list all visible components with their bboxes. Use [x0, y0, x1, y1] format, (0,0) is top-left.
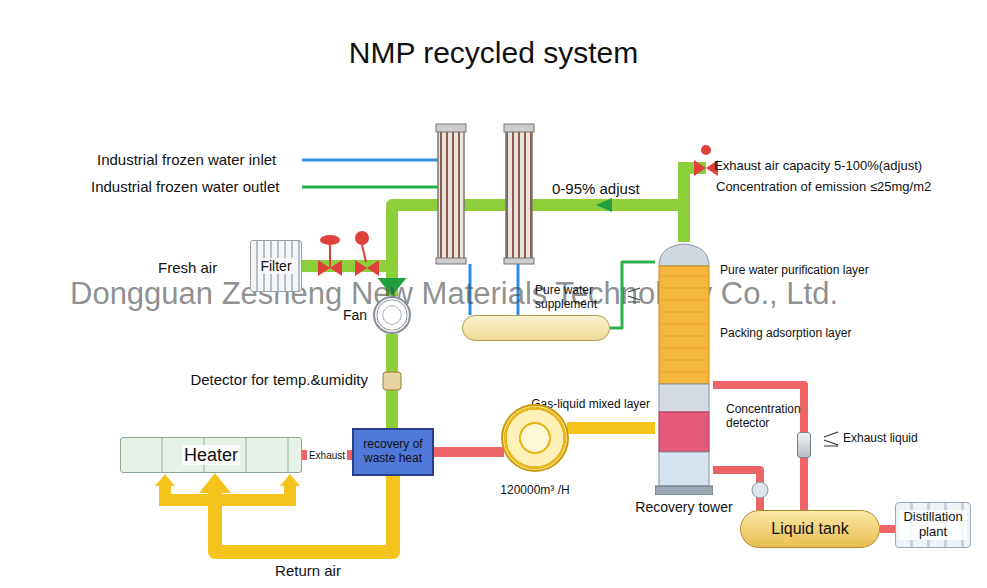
detector-device	[383, 372, 401, 390]
water-inlet-line	[302, 159, 440, 162]
annotation: Exhaust liquid	[843, 432, 918, 446]
node-label: Concentration detector	[726, 403, 806, 431]
return-air-branches	[165, 484, 290, 500]
annotation: Fresh air	[158, 259, 217, 276]
flow-arrow	[280, 474, 300, 486]
filter: Filter	[250, 240, 302, 292]
annotation: Industrial frozen water inlet	[97, 151, 276, 168]
node-label: Recovery tower	[635, 499, 732, 515]
node-label: Fan	[343, 307, 367, 323]
water-outlet-line	[302, 186, 440, 189]
node-label: Filter	[258, 258, 293, 274]
annotation: 0-95% adjust	[552, 180, 640, 197]
pump	[752, 482, 768, 498]
node-label: Distillation plant	[899, 510, 967, 540]
pipe-connector	[880, 525, 895, 533]
tower-body	[655, 242, 713, 495]
heater: Heater	[120, 437, 302, 473]
node-label: Pure water supplement	[535, 284, 607, 312]
flow-arrow	[596, 198, 612, 212]
annotation: Industrial frozen water outlet	[91, 178, 279, 195]
pipe-connector	[302, 450, 352, 460]
node-label: Heater	[182, 445, 240, 466]
main-fan: 120000m³ /H	[501, 404, 569, 472]
valve-icon	[824, 432, 838, 446]
distillation-plant: Distillation plant	[895, 502, 971, 548]
annotation: Pure water purification layer	[720, 264, 869, 278]
pipe-connector	[567, 422, 655, 434]
heat-recovery-box: recovery of waste heat	[352, 428, 434, 476]
valve	[318, 231, 379, 276]
edge-label: Exhaust	[307, 450, 347, 461]
pipe-connector	[434, 447, 504, 457]
pipe-connector	[392, 205, 684, 280]
condenser	[436, 124, 534, 264]
fan: Fan	[373, 296, 411, 334]
watermark: Dongguan Zesheng New Materials Technolog…	[70, 276, 838, 312]
node-label: Liquid tank	[771, 520, 848, 538]
edge-label: Return air	[273, 563, 343, 580]
diagram-title: NMP recycled system	[0, 36, 987, 71]
annotation: Detector for temp.&umidity	[190, 371, 368, 388]
annotation: Packing adsorption layer	[720, 327, 851, 341]
concentration-detector: Concentration detector	[797, 432, 811, 458]
water-tank: Pure water supplement	[462, 315, 610, 341]
liquid-tank: Liquid tank	[740, 510, 880, 548]
annotation: Exhaust air capacity 5-100%(adjust)	[714, 159, 922, 174]
pipe-connector	[215, 476, 393, 552]
pipe-connector	[800, 458, 808, 510]
annotation: Concentration of emission ≤25mg/m2	[716, 180, 931, 195]
flow-arrow	[155, 474, 175, 486]
arrow-head	[199, 473, 231, 493]
recovery-tower: Recovery tower	[655, 242, 713, 495]
node-label: 120000m³ /H	[500, 484, 569, 498]
node-label: recovery of waste heat	[356, 438, 430, 466]
